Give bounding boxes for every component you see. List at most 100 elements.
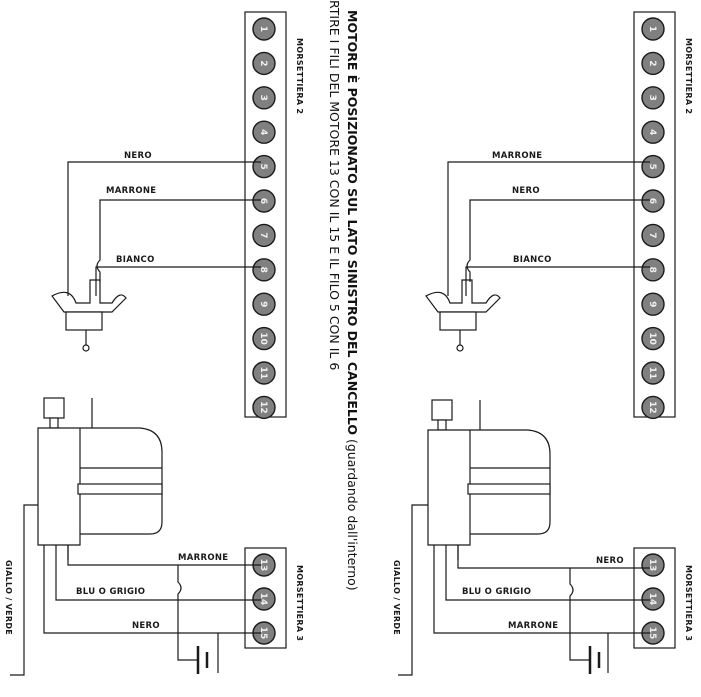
right-wire-t13 [457, 545, 650, 569]
terminal-number: 1 [258, 26, 268, 32]
left-label-t6: MARRONE [106, 186, 156, 196]
terminal-screw-icon [641, 395, 665, 420]
terminal-screw-icon [252, 223, 276, 248]
terminal-number: 15 [258, 627, 268, 640]
terminal-number: 14 [258, 593, 268, 606]
terminal-screw-icon [252, 189, 276, 213]
left-terminal-4: 4 [252, 120, 276, 144]
terminal-screw-icon [252, 17, 276, 41]
right-terminal-12: 12 [641, 395, 665, 420]
terminal-number: 10 [258, 332, 268, 345]
terminal-screw-icon [641, 189, 665, 213]
left-wires-m3 [10, 504, 261, 676]
left-terminal-9: 9 [252, 292, 276, 316]
left-terminal-5: 5 [252, 154, 276, 179]
terminal-number: 8 [647, 267, 657, 273]
right-label-t6: NERO [512, 186, 540, 196]
left-label-t15: NERO [132, 621, 160, 631]
right-wire-t6 [466, 199, 650, 282]
left-terminal-12: 12 [252, 395, 276, 420]
left-limit-switch [51, 279, 127, 352]
terminal-number: 13 [647, 559, 657, 572]
right-terminal-10: 10 [641, 326, 665, 351]
terminal-screw-icon [641, 292, 665, 316]
terminal-number: 12 [647, 401, 657, 414]
left-wires-m2 [67, 161, 261, 296]
terminal-number: 9 [258, 301, 268, 307]
terminal-number: 6 [647, 198, 657, 204]
terminal-number: 10 [647, 332, 657, 345]
right-morsettiera3-title: MORSETTIERA 3 [684, 565, 693, 641]
terminal-number: 8 [258, 267, 268, 273]
left-terminal-8: 8 [252, 258, 276, 282]
right-terminal-5: 5 [641, 154, 665, 179]
note-line-1: MOTORE È POSIZIONATO SUL LATO SINISTRO D… [345, 10, 360, 591]
right-motor [427, 399, 551, 560]
left-morsettiera3-title: MORSETTIERA 3 [295, 565, 304, 641]
terminal-screw-icon [641, 361, 665, 385]
left-label-ground: GIALLO / VERDE [4, 560, 13, 635]
terminal-screw-icon [641, 553, 665, 577]
terminal-number: 9 [647, 301, 657, 307]
left-label-t13: MARRONE [178, 553, 228, 563]
left-terminal-11: 11 [252, 361, 276, 385]
right-morsettiera2-title: MORSETTIERA 2 [684, 38, 693, 114]
terminal-screw-icon [252, 361, 276, 385]
right-label-t13: NERO [596, 556, 624, 566]
terminal-number: 11 [258, 367, 268, 380]
terminal-screw-icon [641, 258, 665, 282]
terminal-screw-icon [641, 17, 665, 41]
right-terminal-3: 3 [641, 86, 665, 110]
left-terminal-6: 6 [252, 189, 276, 213]
right-terminal-13: 13 [641, 553, 665, 577]
terminal-number: 12 [258, 401, 268, 414]
left-wire-t5 [67, 161, 261, 296]
terminal-number: 2 [258, 60, 268, 66]
terminal-number: 5 [647, 163, 657, 169]
terminal-number: 7 [647, 232, 657, 238]
terminal-number: 4 [258, 129, 268, 135]
left-junction [177, 565, 198, 661]
left-terminal-10: 10 [252, 326, 276, 351]
terminal-number: 2 [647, 60, 657, 66]
right-wires-m3 [398, 504, 650, 676]
terminal-number: 3 [647, 95, 657, 101]
note-line-2: RTIRE I FILI DEL MOTORE 13 CON IL 15 E I… [327, 0, 342, 370]
right-terminal-8: 8 [641, 258, 665, 282]
terminal-screw-icon [252, 292, 276, 316]
right-limit-switch [425, 279, 501, 352]
right-label-t5: MARRONE [492, 151, 542, 161]
terminal-screw-icon [252, 395, 276, 420]
right-terminal-2: 2 [641, 51, 665, 76]
terminal-number: 15 [647, 627, 657, 640]
right-wire-ground [398, 504, 428, 676]
terminal-screw-icon [641, 120, 665, 144]
terminal-number: 14 [647, 593, 657, 606]
left-morsettiera2-title: MORSETTIERA 2 [295, 38, 304, 114]
left-wire-t8 [95, 266, 261, 296]
terminal-number: 1 [647, 26, 657, 32]
left-terminal-7: 7 [252, 223, 276, 248]
terminal-screw-icon [641, 587, 665, 611]
right-junction [569, 568, 590, 661]
right-terminal-9: 9 [641, 292, 665, 316]
right-terminal-1: 1 [641, 17, 665, 41]
terminal-screw-icon [641, 223, 665, 248]
left-wire-t15 [43, 545, 261, 634]
right-label-t15: MARRONE [508, 621, 558, 631]
left-terminal-2: 2 [252, 51, 276, 76]
terminal-screw-icon [641, 86, 665, 110]
right-label-ground: GIALLO / VERDE [392, 560, 401, 635]
right-label-t8: BIANCO [513, 255, 552, 265]
right-label-t14: BLU O GRIGIO [462, 587, 531, 597]
terminal-screw-icon [641, 154, 665, 179]
right-terminal-14: 14 [641, 587, 665, 611]
right-wire-t15 [433, 545, 650, 634]
right-terminal-6: 6 [641, 189, 665, 213]
note-line-1-bold: MOTORE È POSIZIONATO SUL LATO SINISTRO D… [345, 10, 360, 435]
terminal-screw-icon [641, 326, 665, 351]
